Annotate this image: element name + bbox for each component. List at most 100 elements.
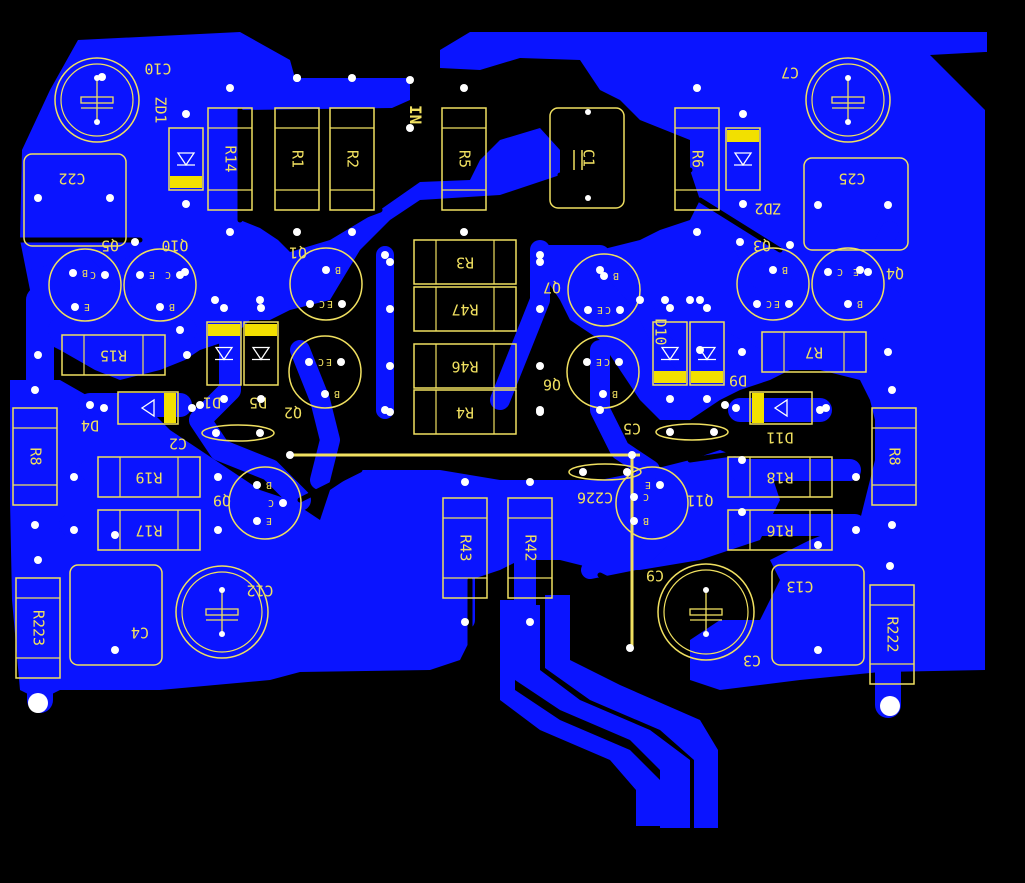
pin-label: E [597, 304, 603, 315]
pad [852, 526, 860, 534]
pad [693, 84, 701, 92]
pad [626, 644, 634, 652]
resistor-body [207, 107, 253, 211]
resistor-body [413, 239, 517, 285]
pad [31, 521, 39, 529]
pad [182, 200, 190, 208]
resistor-label-r47: R47 [451, 301, 478, 319]
capacitor-label-c7: C7 [781, 64, 799, 82]
diode-body [243, 321, 279, 386]
transistor-label-q3: Q3 [753, 237, 771, 255]
resistor-body [441, 107, 487, 211]
pad [615, 358, 623, 366]
diode-body [689, 321, 725, 386]
pad [852, 473, 860, 481]
pad [256, 429, 264, 437]
pin-label: C [268, 497, 274, 508]
pad [739, 110, 747, 118]
pad [696, 296, 704, 304]
resistor-body [15, 577, 61, 679]
resistor-label-r2: R2 [344, 150, 362, 168]
electrolytic-capacitor [805, 57, 891, 143]
pad [226, 228, 234, 236]
pad [386, 362, 394, 370]
resistor-body [413, 389, 517, 435]
silkscreen-layer [290, 453, 640, 648]
pad [721, 401, 729, 409]
pin-label: E [645, 479, 651, 490]
pad [628, 451, 636, 459]
transistor-label-q11: Q11 [686, 492, 713, 510]
pad [880, 696, 900, 716]
transistor-body [288, 335, 362, 409]
pad [101, 271, 109, 279]
resistor-label-r17: R17 [135, 522, 162, 540]
pad [536, 251, 544, 259]
pad [226, 84, 234, 92]
pad [381, 406, 389, 414]
pad [34, 194, 42, 202]
diode-body [749, 391, 813, 425]
resistor-label-r19: R19 [135, 469, 162, 487]
transistor-label-q2: Q2 [284, 404, 302, 422]
resistor-body [61, 334, 166, 376]
pad [156, 303, 164, 311]
pad [888, 521, 896, 529]
diode-label-d11: D11 [766, 429, 793, 447]
pin-label: B [266, 479, 272, 490]
pad [814, 201, 822, 209]
capacitor-label-c12: C12 [246, 582, 273, 600]
isolation-gaps [17, 107, 783, 653]
resistor-label-r14: R14 [222, 145, 240, 172]
transistor-label-q10: Q10 [161, 237, 188, 255]
pad [256, 296, 264, 304]
pad [686, 296, 694, 304]
pad [338, 300, 346, 308]
film-capacitor [69, 564, 163, 666]
resistor-label-r7: R7 [805, 344, 823, 362]
pin-label: B [169, 301, 175, 312]
pad [824, 268, 832, 276]
pad [70, 526, 78, 534]
pad [306, 300, 314, 308]
resistor-label-r43: R43 [457, 534, 475, 561]
pad [703, 395, 711, 403]
pin-label: C [604, 356, 610, 367]
pad [536, 258, 544, 266]
pad [753, 300, 761, 308]
electrolytic-capacitor [175, 565, 269, 659]
ceramic-capacitor [655, 423, 729, 441]
resistor-body [442, 497, 488, 599]
pad [337, 358, 345, 366]
pad [386, 305, 394, 313]
pad [585, 109, 591, 115]
pad [886, 562, 894, 570]
pad [131, 238, 139, 246]
pad [348, 228, 356, 236]
resistor-label-r15: R15 [100, 347, 127, 365]
pad [814, 646, 822, 654]
resistor-body [871, 407, 917, 506]
pad [136, 271, 144, 279]
pad [600, 272, 608, 280]
resistor-body [507, 497, 553, 599]
resistor-body [274, 107, 320, 211]
pad [70, 473, 78, 481]
pad [884, 348, 892, 356]
pad [257, 395, 265, 403]
pin-label: B [857, 298, 863, 309]
pad [212, 429, 220, 437]
copper-pour-top-left [20, 32, 560, 380]
transistor-body [48, 248, 122, 322]
pad [732, 404, 740, 412]
pad [864, 268, 872, 276]
pad [253, 481, 261, 489]
transistor-body [567, 253, 641, 327]
pad [738, 348, 746, 356]
copper-output-trace-a [515, 605, 690, 828]
capacitor-label-c22: C22 [58, 170, 85, 188]
transistor-body [123, 248, 197, 322]
pad [219, 587, 225, 593]
copper-pour-left-strip [20, 240, 140, 270]
